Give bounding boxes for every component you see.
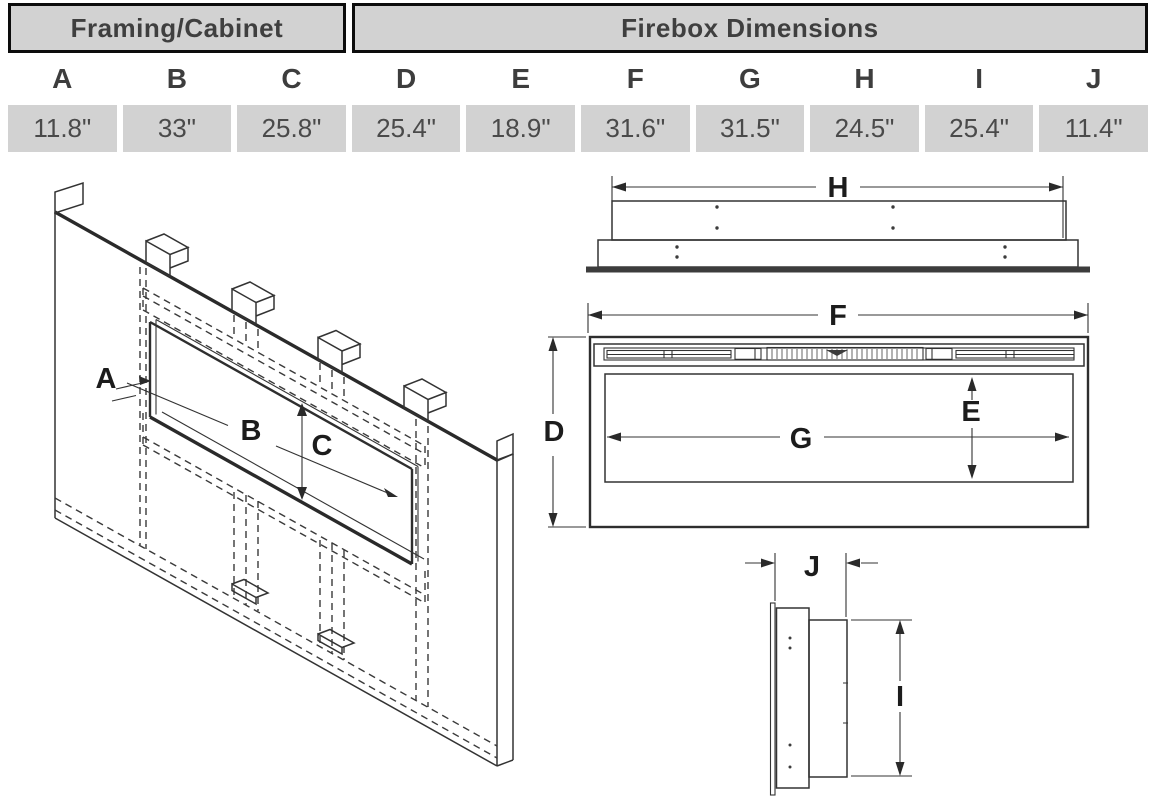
dim-label-f: F	[829, 300, 847, 332]
dim-callout-c: C	[297, 403, 333, 500]
screw-holes-top	[675, 205, 1007, 259]
vent-strip	[593, 343, 1085, 367]
front-bezel	[775, 607, 810, 789]
dim-label-b: B	[241, 415, 262, 447]
hidden-studs	[139, 267, 429, 707]
side-view-diagram: J I	[745, 551, 912, 796]
column-letter-d: D	[395, 63, 417, 94]
stud-caps	[145, 233, 448, 423]
dim-label-c: C	[312, 430, 333, 462]
vent-center-mark	[826, 350, 848, 356]
column-letter-b: B	[166, 63, 187, 94]
dimensions-table: Framing/Cabinet Firebox Dimensions A B C…	[8, 3, 1148, 152]
column-letter-i: I	[975, 63, 983, 94]
column-value-e: 18.9"	[466, 105, 575, 152]
group-header-firebox: Firebox Dimensions	[351, 3, 1148, 53]
dim-label-j: J	[804, 551, 820, 583]
dim-callout-a: A	[96, 363, 151, 402]
letter-header-row: A B C D E F G H I J	[8, 53, 1148, 105]
dim-label-a: A	[96, 363, 117, 395]
top-view-diagram: H	[586, 172, 1090, 273]
glass-opening	[604, 373, 1074, 483]
column-letter-c: C	[281, 63, 302, 94]
column-letter-a: A	[52, 63, 73, 94]
dim-label-i: I	[896, 681, 904, 713]
dim-e: E	[961, 377, 981, 479]
dim-j: J	[745, 551, 878, 617]
column-value-c: 25.8"	[237, 105, 346, 152]
column-value-f: 31.6"	[580, 105, 690, 152]
bottom-plate-hidden	[54, 497, 498, 759]
cripple-stud-caps	[231, 578, 356, 656]
column-value-h: 24.5"	[810, 105, 919, 152]
sill-beam-hidden	[142, 413, 426, 604]
column-value-a: 11.8"	[8, 105, 117, 152]
dim-g: G	[607, 423, 1069, 455]
dim-i: I	[851, 619, 912, 777]
column-letter-f: F	[626, 63, 644, 94]
front-view-diagram: F D G E	[544, 300, 1090, 529]
framing-iso-diagram: A B C	[54, 181, 514, 767]
mounting-flange-bar	[586, 266, 1090, 273]
group-header-framing: Framing/Cabinet	[8, 3, 346, 53]
column-value-g: 31.5"	[695, 105, 805, 152]
screw-holes-side	[788, 636, 848, 769]
column-value-d: 25.4"	[351, 105, 461, 152]
group-header-row: Framing/Cabinet Firebox Dimensions	[8, 3, 1148, 53]
header-beam-hidden	[142, 287, 426, 469]
value-row: 11.8" 33" 25.8" 25.4" 18.9" 31.6" 31.5" …	[8, 105, 1148, 152]
column-letter-j: J	[1085, 63, 1102, 94]
column-letter-e: E	[511, 63, 531, 94]
framed-opening	[148, 319, 425, 566]
column-value-j: 11.4"	[1039, 105, 1148, 152]
column-letter-h: H	[854, 63, 875, 94]
dim-label-h: H	[828, 172, 849, 204]
dim-label-g: G	[790, 423, 813, 455]
firebox-body-side	[808, 619, 848, 778]
column-letter-g: G	[739, 63, 761, 94]
firebox-outline	[588, 335, 1090, 529]
dim-d: D	[544, 336, 586, 528]
dim-f: F	[587, 300, 1089, 333]
column-value-b: 33"	[122, 105, 232, 152]
dim-label-d: D	[544, 416, 565, 448]
dim-callout-b: B	[126, 382, 398, 497]
dim-label-e: E	[961, 396, 980, 428]
column-value-i: 25.4"	[924, 105, 1034, 152]
front-glass-edge	[769, 602, 776, 796]
